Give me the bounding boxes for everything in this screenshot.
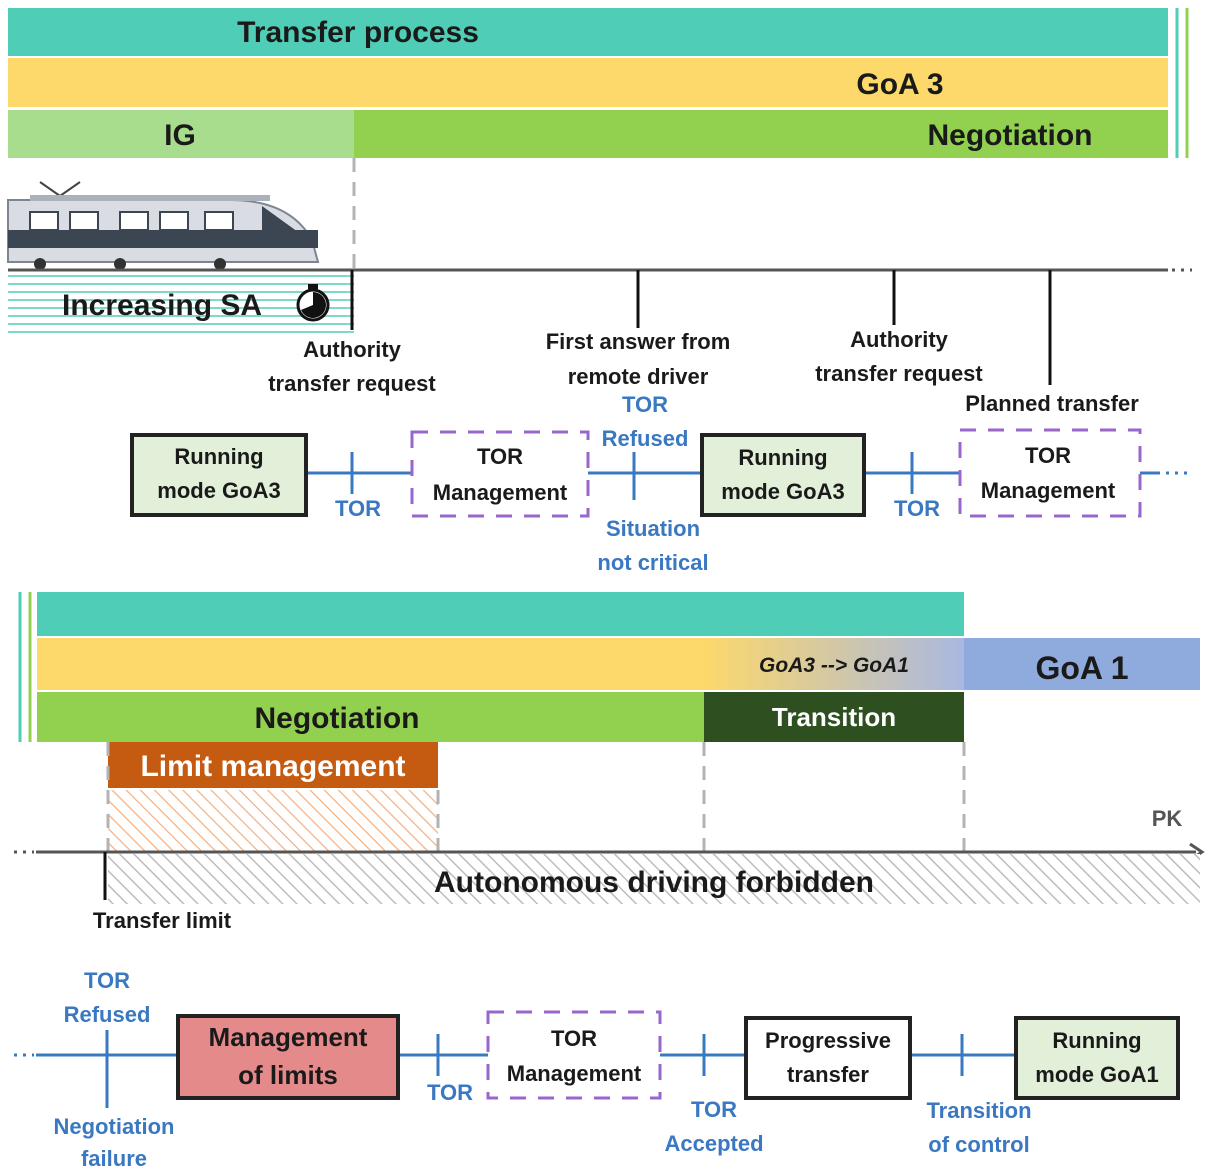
transition-band [704,692,964,742]
tor-accepted-l1: TOR [691,1097,737,1122]
tor-accepted-l2: Accepted [664,1131,763,1156]
event-authority-request-1-l2: transfer request [268,371,436,396]
ig-band [8,110,354,158]
situation-not-critical-l1: Situation [606,516,700,541]
negotiation-label-bottom: Negotiation [255,702,420,735]
negotiation-band-bottom [37,692,704,742]
event-planned-transfer: Planned transfer [965,391,1139,416]
goa3-to-goa1-label: GoA3 --> GoA1 [759,654,909,677]
increasing-sa-area [8,272,354,336]
tor-management-box-1-l2: Management [433,480,568,505]
bottom-flow: TOR Refused Negotiation failure Manageme… [14,968,1180,1171]
running-goa3-box-1-l1: Running [174,444,263,469]
train-icon [7,181,320,270]
running-goa1-l1: Running [1052,1028,1141,1053]
transition-label: Transition [772,702,896,732]
transfer-process-label: Transfer process [237,16,479,49]
stopwatch-icon [296,284,330,322]
goa3-to-goa1-band [704,638,964,690]
limit-management-area [108,790,438,852]
limit-management-band [108,742,438,788]
event-authority-request-1-l1: Authority [303,337,402,362]
running-goa3-box-2-l1: Running [738,445,827,470]
running-goa1-box [1014,1016,1180,1100]
pk-label: PK [1152,806,1183,831]
negotiation-band-top [354,110,1168,158]
bottom-tor-refused-l2: Refused [64,1002,151,1027]
management-of-limits-box [176,1014,400,1100]
bottom-tor-management-box [486,1010,662,1100]
bottom-tor-management-l2: Management [507,1061,642,1086]
bottom-bands: GoA3 --> GoA1 GoA 1 Negotiation Transiti… [18,592,1200,788]
tor-management-box-2-l1: TOR [1025,443,1071,468]
tor-refused-l1: TOR [622,392,668,417]
transfer-limit-label: Transfer limit [93,908,232,933]
tor-management-box-1 [410,430,590,518]
top-bands: Transfer process GoA 3 IG Negotiation [8,8,1189,158]
running-goa1-l2: mode GoA1 [1035,1062,1158,1087]
transfer-process-band [8,8,1168,56]
management-of-limits-l2: of limits [238,1060,338,1090]
goa3-band [8,58,1168,107]
running-goa3-box-1-l2: mode GoA3 [157,478,280,503]
tor-management-box-1-l1: TOR [477,444,523,469]
increasing-sa-label: Increasing SA [62,289,262,322]
tor-label-2: TOR [894,496,940,521]
bottom-tor-label: TOR [427,1080,473,1105]
running-goa3-box-2-l2: mode GoA3 [721,479,844,504]
event-first-answer-l2: remote driver [568,364,709,389]
running-goa3-box-1 [130,433,308,517]
negotiation-label-top: Negotiation [928,119,1093,152]
goa3-label: GoA 3 [856,68,943,101]
goa1-band [964,638,1200,690]
negotiation-failure-l1: Negotiation [54,1114,175,1139]
event-first-answer-l1: First answer from [546,329,731,354]
event-authority-request-2-l1: Authority [850,327,949,352]
situation-not-critical-l2: not critical [597,550,708,575]
negotiation-failure-l2: failure [81,1146,147,1169]
event-authority-request-2-l2: transfer request [815,361,983,386]
limit-management-label: Limit management [140,750,405,783]
transfer-process-band-bottom [37,592,964,636]
bottom-tor-management-l1: TOR [551,1026,597,1051]
autonomous-forbidden-area [108,854,1200,904]
running-goa3-box-2 [700,433,866,517]
top-flow: Running mode GoA3 TOR TOR Management TOR… [130,392,1192,575]
tor-management-box-2 [958,428,1142,518]
management-of-limits-l1: Management [209,1022,368,1052]
progressive-transfer-l2: transfer [787,1062,869,1087]
progressive-transfer-box [744,1016,912,1100]
goa1-label: GoA 1 [1035,650,1128,686]
goa3-band-bottom [37,638,704,690]
transition-of-control-l2: of control [928,1132,1029,1157]
progressive-transfer-l1: Progressive [765,1028,891,1053]
tor-label-1: TOR [335,496,381,521]
tor-refused-l2: Refused [602,426,689,451]
transition-of-control-l1: Transition [926,1098,1031,1123]
tor-management-box-2-l2: Management [981,478,1116,503]
ig-label: IG [164,119,196,152]
autonomous-forbidden-label: Autonomous driving forbidden [434,866,874,899]
bottom-tor-refused-l1: TOR [84,968,130,993]
